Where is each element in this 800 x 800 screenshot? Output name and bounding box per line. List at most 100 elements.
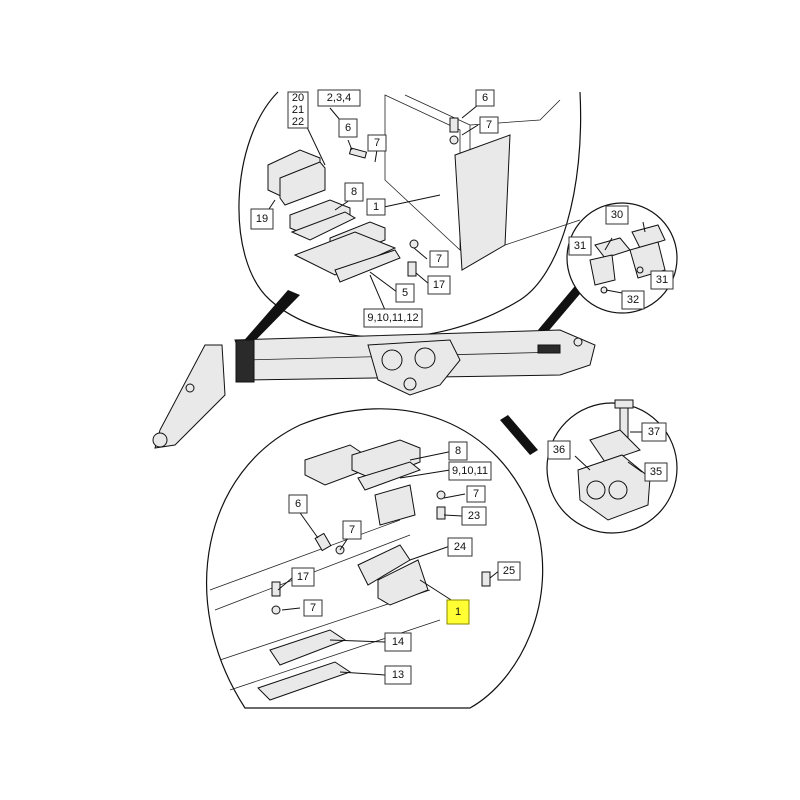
callout-number: 25 [503, 565, 515, 577]
callout-box [384, 632, 412, 652]
callout-box [367, 134, 387, 152]
clamp-detail-view [566, 202, 678, 314]
callout-box [621, 290, 645, 310]
callout-number: 1 [455, 606, 461, 618]
callout-17-top: 17 [427, 275, 451, 295]
callout-number: 22 [292, 116, 304, 128]
callout-number: 6 [482, 92, 488, 104]
callout-7-left: 7 [367, 134, 387, 152]
callout-box [461, 506, 487, 526]
callout-box [466, 485, 486, 503]
callout-number: 30 [611, 209, 623, 221]
bottom-detail-view [206, 408, 544, 709]
callout-box [605, 205, 629, 225]
callout-13: 13 [384, 665, 412, 685]
callout-number: 7 [374, 137, 380, 149]
callout-7-top: 7 [479, 116, 499, 134]
callout-box [287, 91, 309, 129]
callout-5: 5 [395, 283, 415, 303]
callout-number: 19 [256, 213, 268, 225]
callout-6-top: 6 [475, 89, 495, 107]
callout-30: 30 [605, 205, 629, 225]
callout-number: 21 [292, 104, 304, 116]
callout-number: 8 [455, 445, 461, 457]
callout-number: 7 [486, 119, 492, 131]
callout-number: 23 [468, 510, 480, 522]
callout-number: 37 [648, 426, 660, 438]
callout-box [395, 283, 415, 303]
callout-36: 36 [547, 440, 571, 460]
callout-number: 9,10,11 [452, 465, 488, 477]
callout-number: 31 [574, 240, 586, 252]
callout-box [448, 461, 492, 481]
callout-31-right: 31 [650, 270, 674, 290]
callout-number: 13 [392, 669, 404, 681]
callout-number: 7 [436, 253, 442, 265]
callout-24: 24 [447, 537, 473, 557]
callout-number: 6 [295, 498, 301, 510]
callout-number: 5 [402, 287, 408, 299]
callout-number: 31 [656, 274, 668, 286]
callout-box [644, 462, 668, 482]
callout-box [497, 561, 521, 581]
zoom-wedge-right [538, 280, 585, 334]
main-arm [152, 329, 596, 449]
callout-number: 14 [392, 636, 404, 648]
callout-number: 24 [454, 541, 466, 553]
callout-box [448, 441, 468, 461]
callout-box [568, 236, 592, 256]
callout-box [547, 440, 571, 460]
callout-9-10-11: 9,10,11 [448, 461, 492, 481]
callout-25: 25 [497, 561, 521, 581]
callout-number: 17 [433, 279, 445, 291]
callout-box [366, 198, 386, 216]
callout-number: 6 [345, 122, 351, 134]
callout-19: 19 [250, 208, 274, 230]
zoom-wedge-top [240, 290, 300, 348]
callout-7-b1: 7 [466, 485, 486, 503]
callout-31-left: 31 [568, 236, 592, 256]
callout-box [288, 494, 308, 514]
callout-box [291, 567, 315, 587]
callout-number: 7 [473, 488, 479, 500]
callout-box [384, 665, 412, 685]
callout-box [338, 118, 358, 138]
callout-box [344, 182, 364, 202]
callout-box [641, 422, 667, 442]
callout-17-bottom: 17 [291, 567, 315, 587]
callout-number: 35 [650, 466, 662, 478]
bolt-icon [348, 117, 459, 277]
callout-box [650, 270, 674, 290]
callout-box [446, 599, 470, 625]
callout-6-left: 6 [338, 118, 358, 138]
callout-number: 1 [373, 201, 379, 213]
callout-1-top: 1 [366, 198, 386, 216]
callout-number: 8 [351, 186, 357, 198]
callout-box [317, 89, 361, 107]
callout-box [363, 308, 423, 328]
callout-number: 32 [627, 294, 639, 306]
callout-number: 7 [310, 602, 316, 614]
callout-23: 23 [461, 506, 487, 526]
callout-8-bottom: 8 [448, 441, 468, 461]
callout-box [427, 275, 451, 295]
top-detail-view [238, 91, 582, 339]
callout-35: 35 [644, 462, 668, 482]
callout-number: 7 [349, 524, 355, 536]
callout-number: 2,3,4 [327, 92, 351, 104]
callout-1-bottom: 1 [446, 599, 470, 625]
callout-7-b3: 7 [303, 599, 323, 617]
callout-box [429, 250, 449, 268]
callout-6-bottom: 6 [288, 494, 308, 514]
callout-37: 37 [641, 422, 667, 442]
pad-group-top [267, 149, 401, 283]
callout-number: 20 [292, 92, 304, 104]
zoom-wedge-lower [500, 415, 538, 455]
callout-box [479, 116, 499, 134]
callout-box [342, 520, 362, 540]
callout-7-mid: 7 [429, 250, 449, 268]
callout-box [250, 208, 274, 230]
